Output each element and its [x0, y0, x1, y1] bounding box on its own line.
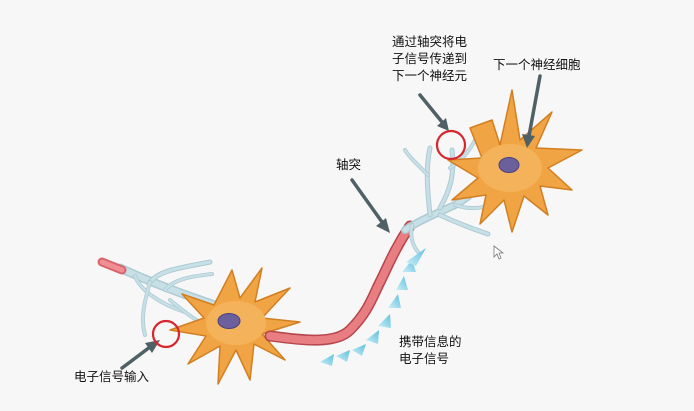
terminal-highlight-circle: [435, 129, 467, 161]
arrow-head-terminal: [437, 118, 449, 131]
arrow-to-input: [120, 345, 152, 370]
signal-label: 携带信息的 电子信号: [399, 333, 462, 367]
arrow-to-terminal: [418, 93, 444, 124]
signal-flow-arrow: [320, 248, 426, 366]
signal-input-label: 电子信号输入: [74, 369, 150, 384]
arrow-head-next-neuron: [522, 134, 535, 148]
axon-terminal-label-line-2: 子信号传递到: [392, 51, 468, 66]
input-highlight-circle: [151, 319, 181, 349]
arrow-to-axon: [350, 178, 384, 224]
signal-label-line-2: 电子信号: [399, 351, 450, 366]
arrow-head-axon: [376, 218, 390, 233]
left-nucleus: [217, 313, 241, 329]
mouse-cursor-icon: [493, 245, 505, 260]
axon-terminal-label-line-3: 下一个神经元: [392, 68, 468, 83]
pointer-arrows: [120, 74, 542, 370]
next-neuron-label: 下一个神经细胞: [493, 57, 581, 72]
axon-label: 轴突: [336, 157, 362, 172]
signal-label-line-1: 携带信息的: [399, 334, 462, 349]
axon-terminal-label: 通过轴突将电 子信号传递到 下一个神经元: [392, 33, 467, 84]
right-nucleus: [498, 157, 520, 173]
axon-terminal-label-line-1: 通过轴突将电: [392, 34, 468, 49]
arrow-to-next-neuron: [527, 74, 542, 138]
